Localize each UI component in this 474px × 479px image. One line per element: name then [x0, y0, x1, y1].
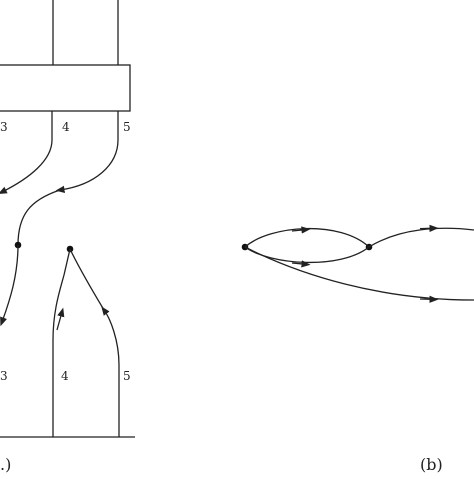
- coupon-box: [0, 65, 130, 111]
- edge-lower-arrow: [292, 263, 306, 264]
- strand-5-lower: [104, 310, 119, 437]
- edge-middle-out: [369, 228, 474, 247]
- panel-b: (b): [242, 228, 474, 474]
- caption-a: .): [0, 455, 11, 474]
- strand-5-lower-head: [70, 249, 104, 310]
- caption-b: (b): [420, 455, 443, 474]
- strand-4-lower: [53, 275, 64, 437]
- bottom-label-5: 5: [123, 369, 131, 383]
- strand-a-lower-left: [2, 245, 18, 322]
- edge-lower: [245, 247, 369, 262]
- strand-4-lower-arrow: [57, 312, 62, 330]
- edge-long: [245, 247, 474, 300]
- top-label-5: 5: [123, 120, 131, 134]
- strand-5-mid: [18, 190, 60, 245]
- panel-a: 3 4 5 3 4 5 .): [0, 0, 135, 474]
- bottom-label-4: 4: [61, 369, 69, 383]
- strand-4-lower-head: [64, 249, 70, 275]
- edge-upper: [245, 229, 369, 247]
- top-label-3: 3: [0, 120, 8, 134]
- top-label-4: 4: [62, 120, 70, 134]
- bottom-label-3: 3: [0, 369, 8, 383]
- strand-4-upper: [2, 111, 52, 192]
